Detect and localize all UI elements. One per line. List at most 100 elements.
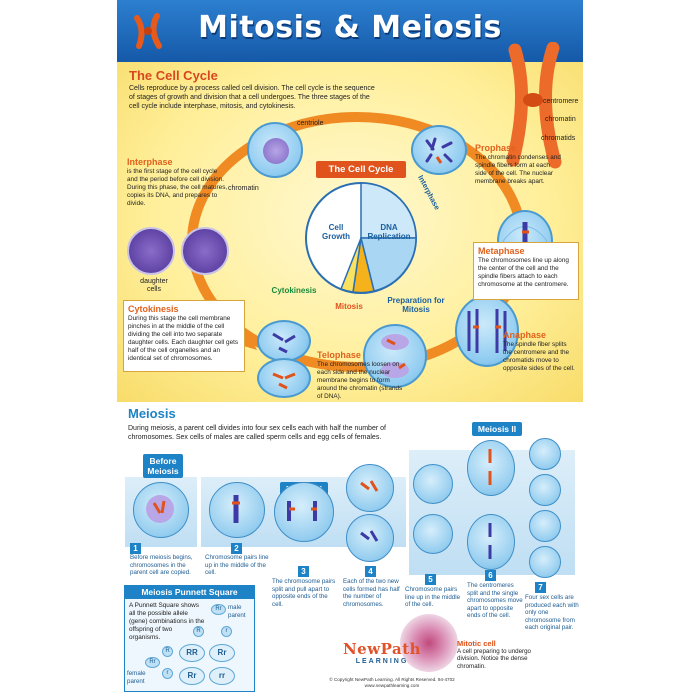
punnett-cell: rr xyxy=(209,667,235,685)
punnett-square-panel: Meiosis Punnett Square A Punnett Square … xyxy=(124,585,255,692)
step-caption-4: Each of the two new cells formed has hal… xyxy=(343,578,400,608)
telophase-box: Telophase The chromosomes loosen on each… xyxy=(313,347,413,400)
header-banner: Mitosis & Meiosis xyxy=(117,0,583,62)
interphase-title: Interphase xyxy=(127,157,173,167)
pie-label-dna-replication: DNA Replication xyxy=(367,223,411,241)
prophase-title: Prophase xyxy=(475,143,517,153)
pie-label-mitosis: Mitosis xyxy=(335,302,363,311)
telophase-text: The chromosomes loosen on each side and … xyxy=(317,361,403,400)
cytokinesis-box: Cytokinesis During this stage the cell m… xyxy=(123,300,245,372)
cytokinesis-cell-top xyxy=(257,320,311,362)
meiosis-section: Meiosis During meiosis, a parent cell di… xyxy=(117,402,583,700)
copyright: © Copyright NewPath Learning. All Rights… xyxy=(287,677,497,689)
meiosis-cell-6a xyxy=(467,440,515,496)
punnett-heading: Meiosis Punnett Square xyxy=(125,586,254,599)
allele-side-r-cap: R xyxy=(162,646,173,657)
anaphase-text: The spindle fiber splits the centromere … xyxy=(503,341,575,372)
step-number-2: 2 xyxy=(231,543,242,554)
cell-cycle-heading: The Cell Cycle xyxy=(129,68,218,83)
mitotic-cell-text: A cell preparing to undergo division. No… xyxy=(457,647,531,670)
meiosis-cell-1 xyxy=(133,482,189,538)
cytokinesis-title: Cytokinesis xyxy=(128,304,179,314)
chromatids-label: chromatids xyxy=(541,135,576,142)
sex-cell-3 xyxy=(529,510,561,542)
brand-logo: NewPath LEARNING xyxy=(322,640,442,665)
meiosis-cell-5b xyxy=(413,514,453,554)
meiosis-cell-3 xyxy=(274,482,334,542)
meiosis-cell-5a xyxy=(413,464,453,504)
anaphase-box: Anaphase The spindle fiber splits the ce… xyxy=(499,327,579,387)
copyright-text: © Copyright NewPath Learning. All Rights… xyxy=(329,677,455,682)
step-number-5: 5 xyxy=(425,574,436,585)
page-title: Mitosis & Meiosis xyxy=(198,10,502,45)
allele-side-r-low: r xyxy=(162,668,173,679)
female-parent-label: female parent xyxy=(127,670,146,685)
sex-cell-2 xyxy=(529,474,561,506)
male-parent-label: male parent xyxy=(228,604,246,619)
pie-label-cytokinesis: Cytokinesis xyxy=(271,286,317,295)
centromere-label: centromere xyxy=(543,98,579,105)
step-number-1: 1 xyxy=(130,543,141,554)
female-gene: Rr xyxy=(145,657,160,668)
metaphase-title: Metaphase xyxy=(478,246,525,256)
step-number-4: 4 xyxy=(365,566,376,577)
prophase-box: Prophase The chromatin condenses and spi… xyxy=(471,140,567,192)
chromatin-label-right: chromatin xyxy=(545,116,576,123)
prophase-cell xyxy=(411,125,467,175)
step-number-6: 6 xyxy=(485,570,496,581)
mitotic-cell-caption: Mitotic cell A cell preparing to undergo… xyxy=(457,640,547,670)
website-url: www.newpathlearning.com xyxy=(364,683,420,688)
step-caption-1: Before meiosis begins, chromosomes in th… xyxy=(130,554,193,576)
prophase-text: The chromatin condenses and spindle fibe… xyxy=(475,154,561,185)
punnett-cell: RR xyxy=(179,644,205,662)
cytokinesis-text: During this stage the cell membrane pinc… xyxy=(128,315,239,362)
cell-cycle-panel: The Cell Cycle Cells reproduce by a proc… xyxy=(117,42,583,402)
punnett-cell: Rr xyxy=(209,644,235,662)
sex-cell-4 xyxy=(529,546,561,578)
meiosis-cell-4a xyxy=(346,464,394,512)
punnett-cell: Rr xyxy=(179,667,205,685)
metaphase-text: The chromosomes line up along the center… xyxy=(478,257,569,288)
step-caption-3: The chromosome pairs split and pull apar… xyxy=(272,578,336,608)
interphase-cell xyxy=(247,122,303,178)
allele-top-r-low: r xyxy=(221,626,232,637)
daughter-cell-2 xyxy=(181,227,229,275)
meiosis-heading: Meiosis xyxy=(128,406,176,421)
step-caption-6: The centromeres split and the single chr… xyxy=(467,582,523,619)
anaphase-title: Anaphase xyxy=(503,330,547,340)
mitotic-cell-title: Mitotic cell xyxy=(457,639,496,648)
tag-meiosis-2: Meiosis II xyxy=(472,422,522,436)
cell-cycle-intro: Cells reproduce by a process called cell… xyxy=(129,85,375,110)
chromatin-label: chromatin xyxy=(228,185,259,192)
cell-cycle-diagram-title: The Cell Cycle xyxy=(316,161,406,178)
step-number-3: 3 xyxy=(298,566,309,577)
cytokinesis-cell-bottom xyxy=(257,358,311,398)
punnett-grid: RR Rr Rr rr xyxy=(176,643,242,689)
mitotic-cell-image xyxy=(400,614,458,672)
sex-cell-1 xyxy=(529,438,561,470)
brand-subtitle: LEARNING xyxy=(355,658,409,665)
step-number-7: 7 xyxy=(535,582,546,593)
telophase-cell xyxy=(363,324,427,388)
centriole-label: centriole xyxy=(297,120,324,127)
chromosome-icon xyxy=(134,13,162,49)
meiosis-cell-4b xyxy=(346,514,394,562)
pie-label-preparation: Preparation for Mitosis xyxy=(387,296,445,314)
anaphase-cell xyxy=(455,295,519,367)
chromosome-illustration xyxy=(506,42,562,169)
cell-cycle-pie xyxy=(305,182,417,294)
male-gene: Rr xyxy=(211,604,226,615)
metaphase-box: Metaphase The chromosomes line up along … xyxy=(473,242,579,300)
telophase-title: Telophase xyxy=(317,350,361,360)
tag-before-meiosis: Before Meiosis xyxy=(143,454,183,478)
daughter-cell-1 xyxy=(127,227,175,275)
poster: Mitosis & Meiosis The Cell Cycle Cells r… xyxy=(117,0,583,700)
step-caption-7: Four sex cells are produced each with on… xyxy=(525,594,579,631)
meiosis-cell-6b xyxy=(467,514,515,570)
pie-label-cell-growth: Cell Growth xyxy=(322,223,350,241)
daughter-cells-label: daughter cells xyxy=(140,278,168,293)
allele-top-r-cap: R xyxy=(193,626,204,637)
step-caption-2: Chromosome pairs line up in the middle o… xyxy=(205,554,269,576)
meiosis-intro: During meiosis, a parent cell divides in… xyxy=(128,425,386,441)
step-caption-5: Chromosome pairs line up in the middle o… xyxy=(405,586,461,608)
